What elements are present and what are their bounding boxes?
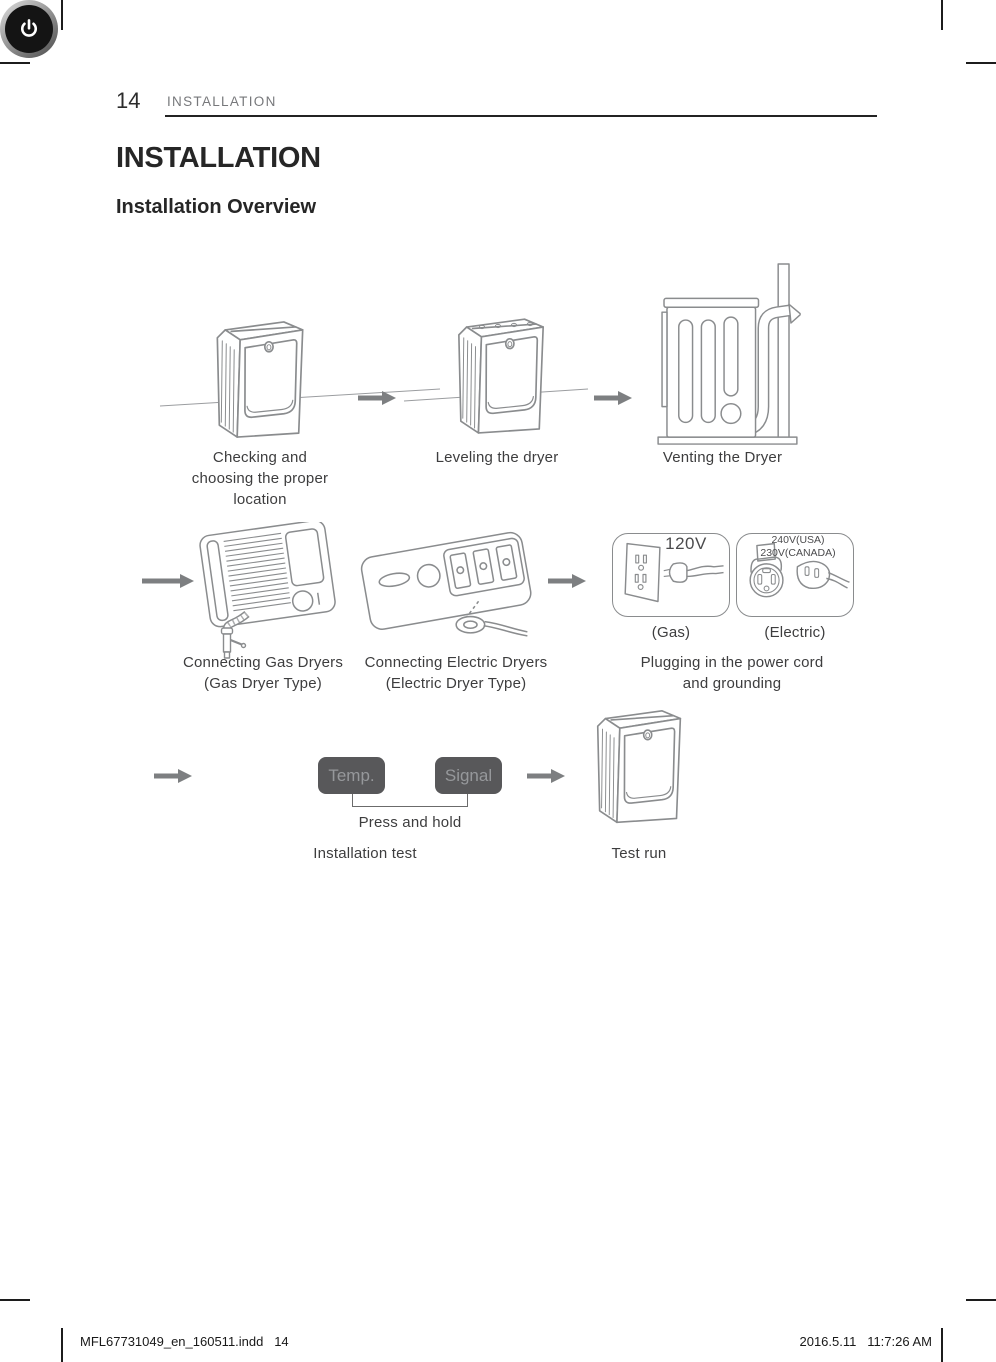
gas-type-label: (Gas) <box>651 624 691 641</box>
electric-outlet-box <box>736 533 854 617</box>
page-number: 14 <box>116 88 141 113</box>
crop-mark <box>61 1328 63 1362</box>
caption-venting: Venting the Dryer <box>662 449 783 466</box>
electric-connection-illustration <box>358 524 534 642</box>
power-icon <box>21 19 37 37</box>
header-rule <box>165 115 877 117</box>
dryer-front-illustration <box>591 702 689 835</box>
section-title: Installation Overview <box>116 196 317 218</box>
temp-button: Temp. <box>318 757 385 794</box>
caption-plugging-grounding: Plugging in the power cord and grounding <box>640 654 824 692</box>
flow-arrow-icon <box>548 572 586 590</box>
caption-test-run: Test run <box>611 845 667 862</box>
caption-installation-test: Installation test <box>313 845 417 862</box>
flow-arrow-icon <box>358 389 396 407</box>
press-hold-bracket <box>352 794 468 807</box>
flow-arrow-icon <box>527 767 565 785</box>
gas-connection-illustration <box>184 522 346 662</box>
crop-mark <box>966 1299 996 1301</box>
crop-mark <box>966 62 996 64</box>
control-panel-holes <box>478 321 534 330</box>
crop-mark <box>61 0 63 30</box>
caption-leveling: Leveling the dryer <box>435 449 559 466</box>
footer-timestamp: 2016.5.11 11:7:26 AM <box>799 1334 932 1349</box>
gas-voltage-label: 120V <box>665 534 707 553</box>
caption-gas-connection: Connecting Gas Dryers (Gas Dryer Type) <box>182 654 344 692</box>
caption-electric-connection: Connecting Electric Dryers (Electric Dry… <box>364 654 548 692</box>
caption-checking-location: Checking and choosing the proper locatio… <box>191 449 329 508</box>
dryer-front-illustration <box>210 317 312 446</box>
press-and-hold-note: Press and hold <box>358 814 462 831</box>
crop-mark <box>0 1299 30 1301</box>
footer-file-info: MFL67731049_en_160511.indd 14 <box>80 1334 289 1349</box>
crop-mark <box>0 62 30 64</box>
electric-voltage-label: 240V(USA) 230V(CANADA) <box>760 534 836 559</box>
dryer-front-illustration <box>452 314 552 442</box>
power-button-face <box>5 5 53 53</box>
page-title: INSTALLATION <box>116 142 321 174</box>
vent-illustration <box>653 261 801 448</box>
flow-arrow-icon <box>154 767 192 785</box>
signal-button: Signal <box>435 757 502 794</box>
power-button <box>0 0 58 58</box>
flow-arrow-icon <box>594 389 632 407</box>
electric-type-label: (Electric) <box>764 624 826 641</box>
crop-mark <box>941 1328 943 1362</box>
running-header: INSTALLATION <box>167 94 277 109</box>
gas-outlet-box <box>612 533 730 617</box>
crop-mark <box>941 0 943 30</box>
